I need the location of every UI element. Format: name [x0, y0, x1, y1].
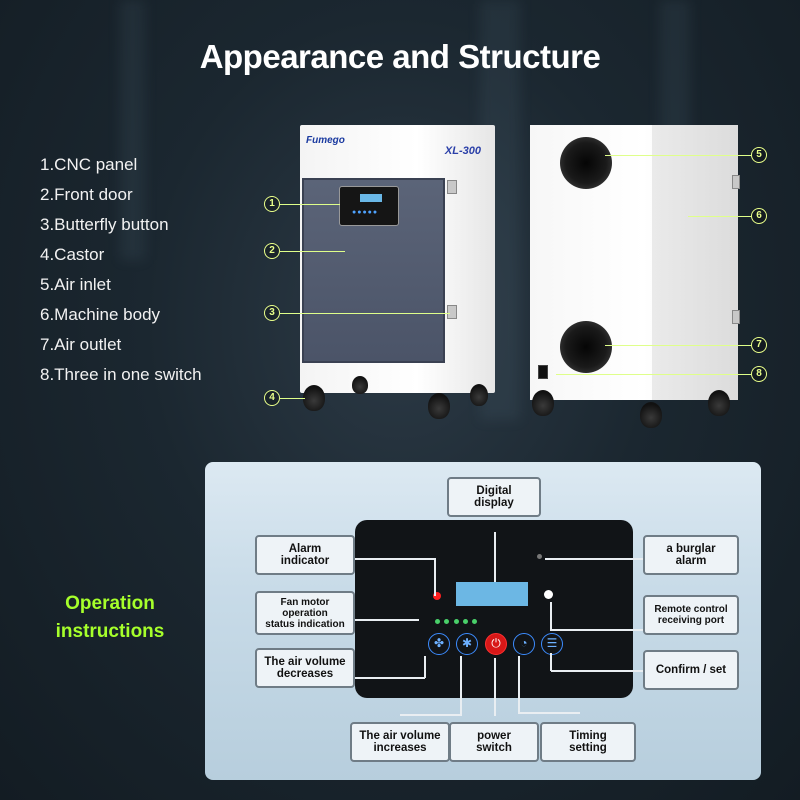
callout-leader: [280, 251, 345, 252]
parts-list-item: 1.CNC panel: [40, 155, 138, 174]
callout-leader: [280, 313, 450, 314]
cnc-buttons-icon: ●●●●●: [352, 209, 379, 216]
machine-body-side: [652, 125, 740, 400]
background-streak: [120, 0, 145, 260]
cnc-panel: ●●●●●: [339, 186, 399, 226]
power-icon[interactable]: ⏻: [485, 633, 507, 655]
operation-instructions-label: Operation instructions: [55, 593, 165, 642]
callout-8: 8: [751, 366, 767, 382]
parts-list-item: 4.Castor: [40, 245, 105, 264]
callout-4: 4: [264, 390, 280, 406]
leader-line: [518, 656, 520, 714]
brand-logo: Fumego: [306, 135, 345, 146]
leader-line: [550, 653, 552, 671]
air-inlet-icon: [560, 137, 612, 189]
hinge-icon: [732, 175, 740, 189]
callout-5: 5: [751, 147, 767, 163]
burglar-alarm-dot: [537, 554, 542, 559]
page-title: Appearance and Structure: [199, 38, 601, 75]
cnc-screen: [360, 194, 382, 202]
air-increase-icon[interactable]: ✱: [456, 633, 478, 655]
leader-line: [424, 656, 426, 678]
front-door: ●●●●●: [302, 178, 445, 363]
callout-1: 1: [264, 196, 280, 212]
castor-icon: [303, 385, 325, 411]
parts-list-item: 2.Front door: [40, 185, 133, 204]
digital-display-screen: [456, 582, 528, 606]
leader-line: [550, 629, 645, 631]
parts-list-item: 8.Three in one switch: [40, 365, 202, 384]
callout-2: 2: [264, 243, 280, 259]
castor-icon: [708, 390, 730, 416]
parts-list: 1.CNC panel 2.Front door 3.Butterfly but…: [40, 152, 202, 392]
callout-6: 6: [751, 208, 767, 224]
hinge-icon: [447, 180, 457, 194]
air-outlet-icon: [560, 321, 612, 373]
castor-icon: [532, 390, 554, 416]
confirm-set-icon[interactable]: ☰: [541, 633, 563, 655]
parts-list-item: 7.Air outlet: [40, 335, 122, 354]
model-label: XL-300: [444, 145, 481, 157]
leader-line: [355, 558, 435, 560]
castor-icon: [352, 376, 368, 394]
leader-line: [400, 714, 462, 716]
fan-status-leds: [435, 619, 477, 624]
leader-line: [355, 677, 425, 679]
machine-back-view: [530, 125, 740, 400]
callout-leader: [280, 398, 305, 399]
leader-line: [518, 712, 580, 714]
callout-leader: [605, 155, 751, 156]
castor-icon: [640, 402, 662, 428]
callout-7: 7: [751, 337, 767, 353]
leader-line: [494, 658, 496, 716]
callout-leader: [556, 374, 751, 375]
tag-confirm-set: Confirm / set: [643, 650, 739, 690]
callout-leader: [280, 204, 340, 205]
callout-leader: [605, 345, 751, 346]
remote-receiver-dot: [544, 590, 553, 599]
three-in-one-switch-icon: [538, 365, 548, 379]
parts-list-item: 6.Machine body: [40, 305, 161, 324]
leader-line: [550, 602, 552, 630]
machine-front-view: Fumego XL-300 ●●●●●: [300, 125, 495, 393]
leader-line: [434, 558, 436, 596]
leader-line: [355, 619, 419, 621]
callout-leader: [688, 216, 751, 217]
callout-3: 3: [264, 305, 280, 321]
leader-line: [551, 670, 645, 672]
parts-list-item: 3.Butterfly button: [40, 215, 169, 234]
timer-icon[interactable]: ◔: [513, 633, 535, 655]
castor-icon: [470, 384, 488, 406]
leader-line: [494, 532, 496, 582]
hinge-icon: [732, 310, 740, 324]
parts-list-item: 5.Air inlet: [40, 275, 111, 294]
leader-line: [545, 558, 645, 560]
butterfly-button-icon: [447, 305, 457, 319]
castor-icon: [428, 393, 450, 419]
leader-line: [460, 656, 462, 716]
alarm-indicator-led: [433, 592, 441, 600]
air-decrease-icon[interactable]: ✤: [428, 633, 450, 655]
